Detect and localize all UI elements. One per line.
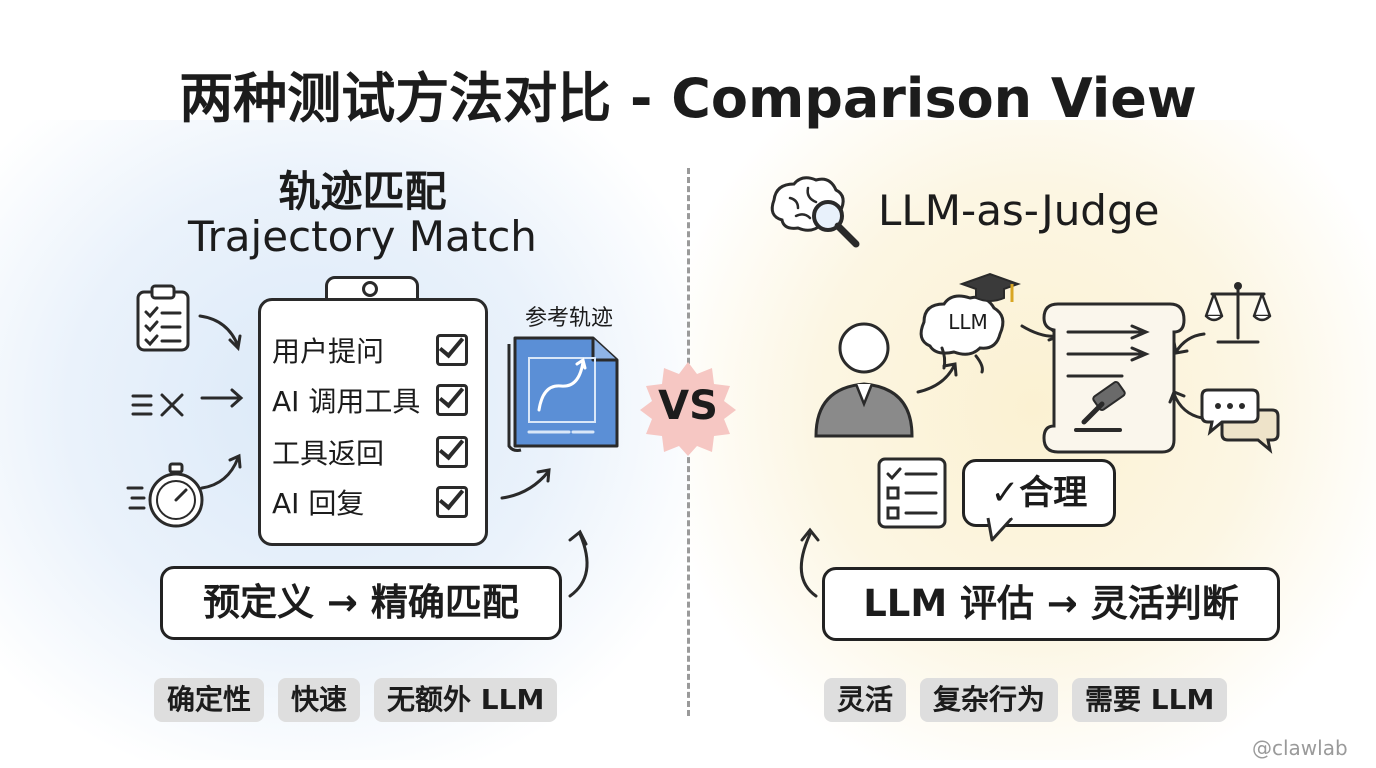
criteria-list-icon [877,457,947,529]
checklist-item-tool-return: 工具返回 [272,437,385,470]
right-summary-box: LLM 评估 → 灵活判断 [822,567,1280,641]
balance-scales-icon [1204,282,1272,344]
arrow-chat-to-scroll-icon [1168,390,1204,420]
checkbox-checked-icon [436,436,468,468]
tag-complex-behavior: 复杂行为 [920,678,1059,722]
scroll-gavel-icon [1042,302,1186,454]
arrow-person-to-brain-icon [916,362,958,394]
verdict-bubble: ✓合理 [962,459,1116,527]
mini-clipboard-icon [136,284,190,352]
vs-badge-icon [640,362,736,456]
curved-arrow-up-right-icon [799,527,820,598]
checklist-item-ai-call-tool: AI 调用工具 [272,385,421,418]
checkbox-checked-icon [436,486,468,518]
vs-label: VS [658,383,718,429]
tag-no-extra-llm: 无额外 LLM [374,678,558,722]
checkbox-checked-icon [436,334,468,366]
tag-deterministic: 确定性 [154,678,265,722]
watermark: @clawlab [1252,736,1348,760]
tag-needs-llm: 需要 LLM [1072,678,1228,722]
page-title: 两种测试方法对比 - Comparison View [179,67,1197,130]
left-title-cn: 轨迹匹配 [278,167,447,216]
right-tags: 灵活 复杂行为 需要 LLM [824,678,1228,722]
tag-flexible: 灵活 [824,678,907,722]
compare-symbol-icon [131,393,184,417]
stopwatch-icon [126,462,204,528]
left-title-en: Trajectory Match [188,212,537,261]
checklist-item-user-question: 用户提问 [272,335,385,368]
curved-arrow-up-icon [568,529,589,598]
brain-magnifier-icon [770,176,860,248]
clipboard-clip-hole [362,281,378,297]
arrow-icons-left [198,314,244,490]
verdict-bubble-tail [986,514,1014,542]
brain-llm-label: LLM [948,310,988,334]
reference-trajectory-doc-icon [507,336,619,452]
arrow-scales-to-scroll-icon [1172,332,1206,355]
reference-trajectory-label: 参考轨迹 [524,306,613,331]
right-title: LLM-as-Judge [878,186,1160,235]
chat-bubbles-icon [1200,388,1280,454]
checkbox-checked-icon [436,384,468,416]
arrow-to-reference-icon [500,468,551,500]
left-tags: 确定性 快速 无额外 LLM [154,678,558,722]
person-avatar-icon [814,322,914,438]
checklist-item-ai-reply: AI 回复 [272,487,365,520]
tag-fast: 快速 [278,678,361,722]
llm-brain-graduation-cap-icon [919,272,1021,374]
left-summary-box: 预定义 → 精确匹配 [160,566,562,640]
